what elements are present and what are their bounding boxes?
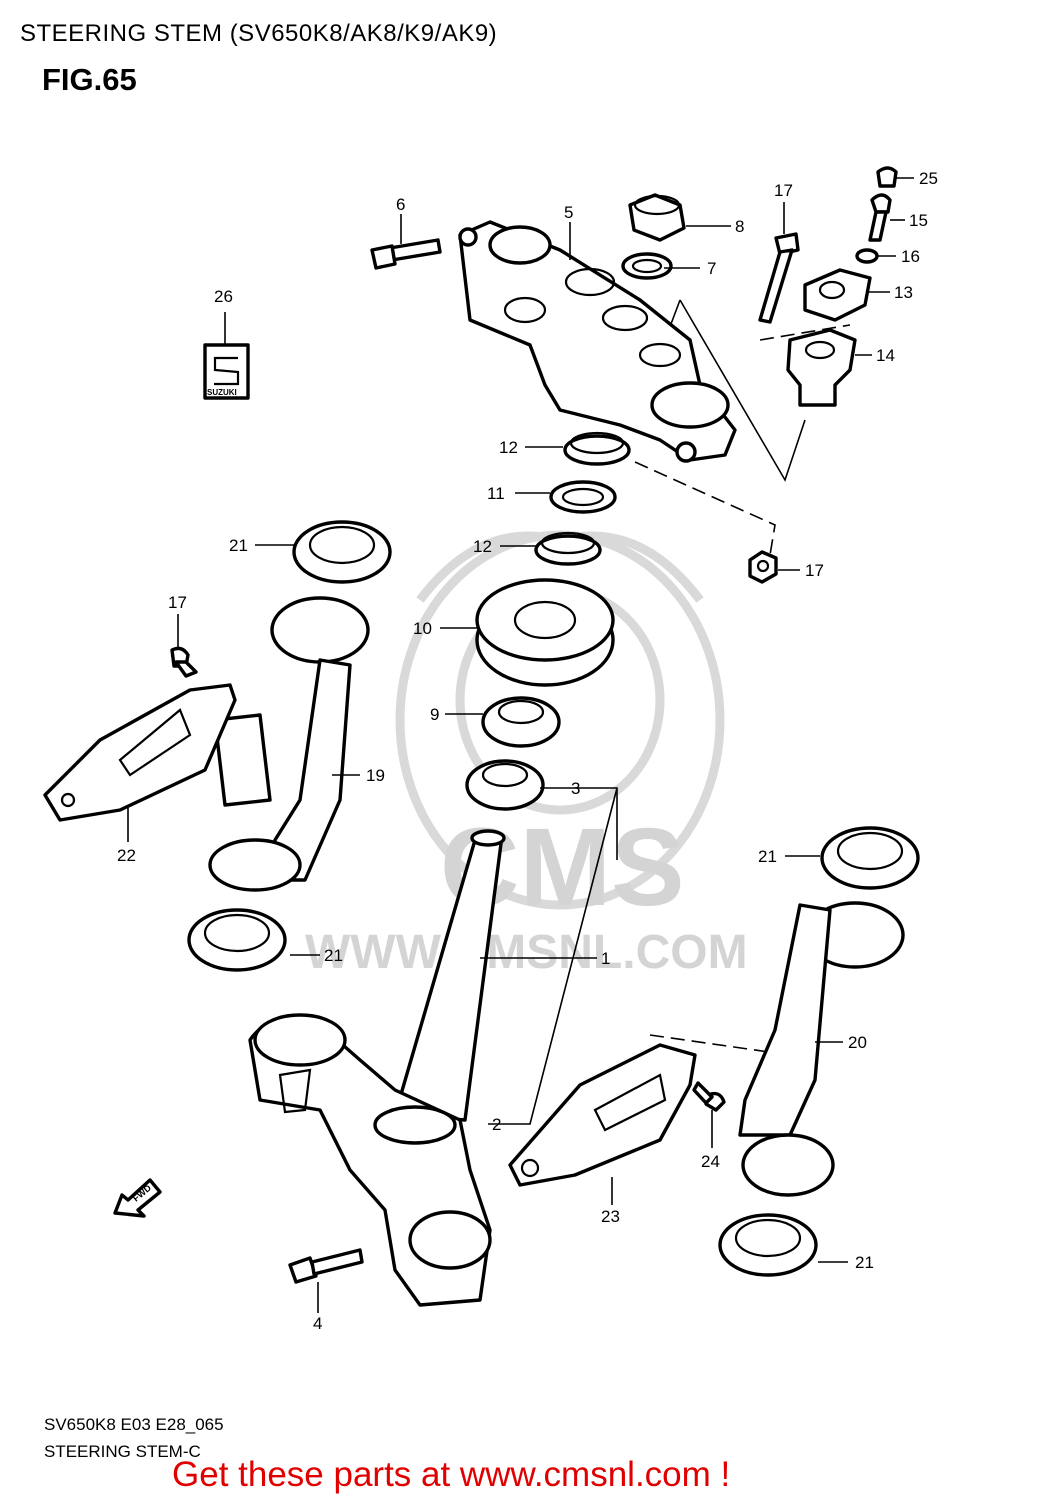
bolt-part-24 [692,1081,726,1112]
bolt-part-4 [288,1248,364,1284]
callout-12-lower: 12 [473,537,492,556]
upper-bracket-part-5 [458,220,737,463]
nut-part-12-upper [563,431,631,466]
rubber-part-21-d [718,1213,818,1277]
callout-14: 14 [876,346,895,365]
bracket-part-22 [43,683,237,822]
watermark-url: WWW.CMSNL.COM [305,926,748,979]
callout-8: 8 [735,217,744,236]
nut-part-12-lower [534,531,602,566]
callout-7: 7 [707,259,716,278]
callout-9: 9 [430,705,439,724]
rubber-part-21-b [187,908,287,972]
callout-23: 23 [601,1207,620,1226]
callout-22: 22 [117,846,136,865]
bracket-part-23 [508,1043,697,1187]
bearing-part-3 [465,759,545,811]
washer-part-7 [621,252,673,280]
diagram-code: SV650K8 E03 E28_065 [44,1415,224,1434]
callout-6: 6 [396,195,405,214]
callout-17-upper: 17 [774,181,793,200]
callout-16: 16 [901,247,920,266]
callout-26: 26 [214,287,233,306]
diagram-caption: STEERING STEM-C [44,1442,201,1461]
bearing-part-9 [481,696,561,748]
lower-bracket [248,1013,492,1307]
callout-21-a: 21 [229,536,248,555]
callout-5: 5 [564,203,573,222]
holder-part-20 [738,901,905,1197]
callout-numbers: 6 5 8 7 17 25 15 16 13 14 26 12 11 12 17… [117,169,938,1333]
callout-18: 17 [805,561,824,580]
cap-part-25 [876,166,898,188]
callout-21-b: 21 [324,946,343,965]
callout-12-upper: 12 [499,438,518,457]
callout-4: 4 [313,1314,322,1333]
callout-3: 3 [571,779,580,798]
page-title: STEERING STEM (SV650K8/AK8/K9/AK9) [20,20,498,47]
steering-stem-part-1 [393,829,506,1122]
callout-10: 10 [413,619,432,638]
seal-part-10 [475,578,615,687]
nut-part-8 [628,193,686,242]
nut-part-18 [748,550,778,584]
callout-20: 20 [848,1033,867,1052]
forward-arrow-icon: FWD [113,1178,162,1218]
callout-1: 1 [601,949,610,968]
callout-21-d: 21 [855,1253,874,1272]
callout-2: 2 [492,1115,501,1134]
bolt-part-17-upper [758,232,800,324]
callout-19: 19 [366,766,385,785]
callout-25: 25 [919,169,938,188]
holder-part-14 [786,328,857,407]
leader-lines [127,177,914,1313]
callout-13: 13 [894,283,913,302]
bolt-part-17-lower [170,646,198,678]
clamp-part-13 [803,268,872,322]
bolt-part-6 [370,238,442,270]
rubber-part-21-a [292,520,392,584]
washer-part-16 [855,248,879,264]
suzuki-logo-text: SUZUKI [207,388,237,397]
figure-number: FIG.65 [42,62,137,97]
callout-17-lower: 17 [168,593,187,612]
callout-15: 15 [909,211,928,230]
suzuki-emblem-part-26: SUZUKI [203,343,250,400]
callout-21-c: 21 [758,847,777,866]
promo-link[interactable]: Get these parts at www.cmsnl.com ! [172,1455,731,1494]
callout-11: 11 [487,484,505,503]
callout-24: 24 [701,1152,720,1171]
holder-part-19 [208,596,370,892]
bolt-part-15 [868,193,892,242]
rubber-part-21-c [820,826,920,890]
washer-part-11 [549,480,617,514]
